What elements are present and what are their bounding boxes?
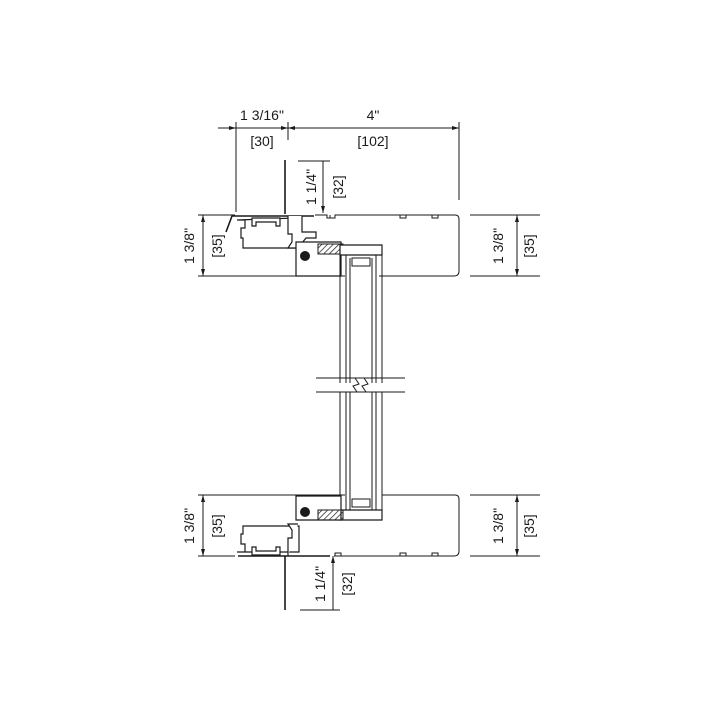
dim-right-bottom-in: 1 3/8" (490, 508, 506, 544)
dim-top-right-mm: [102] (357, 133, 388, 149)
fin-top-dimension: 1 1/4" [32] (298, 160, 346, 213)
sill-frame (198, 494, 540, 610)
dim-fin-bottom-in: 1 1/4" (312, 566, 328, 602)
dim-fin-top-mm: [32] (330, 175, 346, 198)
dim-top-left-in: 1 3/16" (240, 107, 284, 123)
dim-left-bottom-in: 1 3/8" (181, 508, 197, 544)
head-frame (198, 160, 540, 277)
dim-right-bottom-mm: [35] (521, 514, 537, 537)
dim-fin-bottom-mm: [32] (339, 572, 355, 595)
right-bottom-dimension: 1 3/8" [35] (490, 495, 537, 556)
dim-fin-top-in: 1 1/4" (303, 169, 319, 205)
left-top-dimension: 1 3/8" [35] (181, 215, 225, 276)
dim-left-bottom-mm: [35] (209, 514, 225, 537)
top-dimension: 1 3/16" [30] 4" [102] (218, 107, 460, 212)
dim-left-top-in: 1 3/8" (181, 228, 197, 264)
left-bottom-dimension: 1 3/8" [35] (181, 495, 225, 556)
glazing-unit (339, 244, 383, 521)
break-symbol (316, 377, 405, 393)
dim-right-top-mm: [35] (521, 234, 537, 257)
dim-right-top-in: 1 3/8" (490, 228, 506, 264)
fin-bottom-dimension: 1 1/4" [32] (300, 556, 355, 611)
dim-left-top-mm: [35] (209, 234, 225, 257)
dim-top-right-in: 4" (367, 107, 380, 123)
dim-top-left-mm: [30] (250, 133, 273, 149)
right-top-dimension: 1 3/8" [35] (490, 215, 537, 276)
